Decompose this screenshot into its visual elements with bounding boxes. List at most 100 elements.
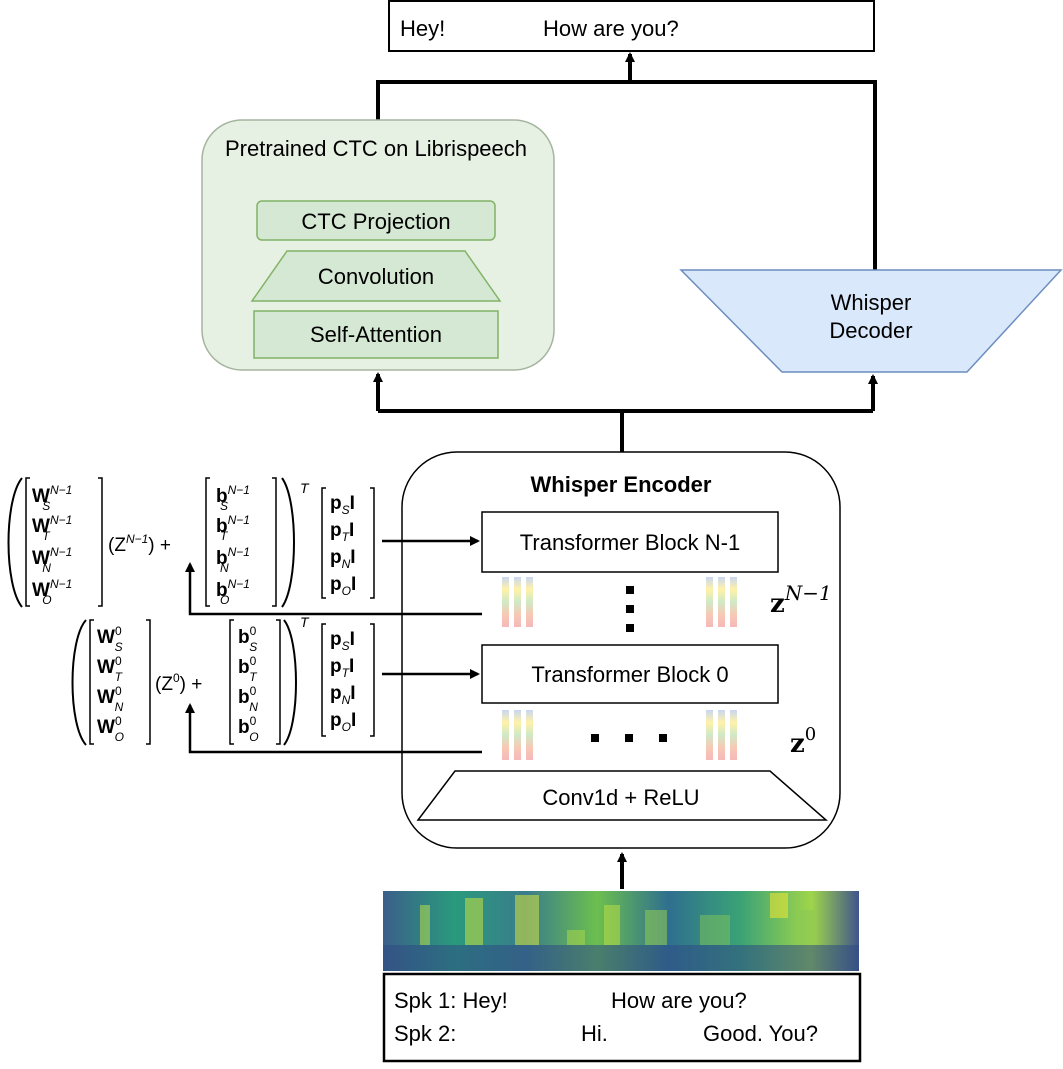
vertical-ellipsis [626, 586, 634, 632]
output-join-line [376, 80, 877, 270]
eq-top-W-bracket-right [98, 477, 103, 607]
token-group-top-right [706, 577, 737, 627]
svg-text:pTI: pTI [330, 656, 354, 680]
eq-top-b-bracket-left [205, 477, 210, 607]
spectrogram [383, 852, 859, 971]
eq-top-p-bracket-right [370, 487, 375, 599]
transcript-row1-text: How are you? [611, 988, 747, 1013]
conv-relu-trapezoid [416, 770, 828, 821]
svg-text:pSI: pSI [330, 629, 355, 653]
eq-top-big-paren-right [281, 477, 295, 608]
eq-bottom-p-column: pSI pTI pNI pOI [330, 629, 356, 734]
decoder-label-line2: Decoder [829, 318, 912, 343]
token-group-top-left [502, 577, 533, 627]
z-top-label: zN−1 [770, 581, 832, 619]
svg-text:b0T: b0T [238, 654, 258, 684]
eq-top-p-column: pSI pTI pNI pOI [330, 493, 356, 598]
svg-text:bN−1S: bN−1S [216, 483, 250, 513]
svg-text:bN−1N: bN−1N [216, 545, 250, 575]
eq-bottom-W-bracket-left [89, 619, 94, 745]
self-attention-label: Self-Attention [310, 322, 442, 347]
transcript-row2-mid: Hi. [581, 1021, 608, 1046]
spectrogram-texture [383, 893, 859, 971]
eq-top-Z: (ZN−1) + [108, 532, 171, 556]
eq-bottom-p-bracket-right [370, 623, 375, 737]
convolution-label: Convolution [318, 264, 434, 289]
token-group-bottom-left [502, 710, 533, 760]
eq-bottom-big-paren-left [71, 619, 87, 746]
svg-text:W0N: W0N [97, 684, 124, 714]
svg-text:pNI: pNI [330, 683, 356, 707]
svg-text:W0S: W0S [97, 624, 123, 654]
eq-top-b-bracket-right [272, 477, 277, 607]
svg-text:pTI: pTI [330, 520, 354, 544]
eq-bottom-b-bracket-left [229, 619, 234, 745]
transformer-block-top-label: Transformer Block N-1 [520, 530, 740, 555]
decoder-trapezoid [679, 269, 1063, 373]
svg-text:b0O: b0O [238, 714, 259, 744]
svg-text:b0N: b0N [238, 684, 258, 714]
transcript-row1-speaker: Spk 1: Hey! [394, 988, 508, 1013]
svg-text:pNI: pNI [330, 547, 356, 571]
output-box: Hey! How are you? [388, 0, 875, 52]
eq-top-big-paren-left [7, 477, 23, 608]
conv-relu-label: Conv1d + ReLU [542, 785, 699, 810]
eq-top-transpose: T [300, 480, 310, 496]
ctc-projection-box [256, 200, 496, 241]
transcript-box: Spk 1: Hey! How are you? Spk 2: Hi. Good… [382, 972, 862, 1063]
feedback-arrow-bottom [185, 703, 482, 754]
token-group-bottom-right [706, 710, 737, 760]
eq-bottom-Z: (Z0) + [155, 671, 202, 695]
decoder-label-line1: Whisper [831, 290, 912, 315]
ctc-module: Pretrained CTC on Librispeech CTC Projec… [201, 119, 555, 371]
encoder-module: Whisper Encoder Transformer Block N-1 Tr… [401, 451, 841, 849]
eq-top-p-bracket-left [321, 487, 326, 599]
svg-text:pSI: pSI [330, 493, 355, 517]
output-right-text: How are you? [543, 16, 679, 41]
ctc-container [201, 119, 555, 371]
svg-text:pOI: pOI [330, 710, 356, 734]
eq-bottom-W-bracket-right [146, 619, 151, 745]
encoder-title: Whisper Encoder [531, 472, 712, 497]
encoder-output-connector [373, 372, 878, 452]
embedding-tokens-bottom [502, 710, 737, 760]
eq-bottom-transpose: T [300, 614, 310, 630]
svg-text:WN−1S: WN−1S [32, 483, 72, 513]
embedding-tokens-top [502, 577, 737, 627]
ctc-title: Pretrained CTC on Librispeech [225, 136, 527, 161]
ctc-projection-label: CTC Projection [301, 209, 450, 234]
eq-top-W-bracket-left [25, 477, 30, 607]
equation-connectors [185, 536, 482, 754]
svg-text:bN−1O: bN−1O [216, 577, 250, 607]
eq-bottom-big-paren-right [283, 619, 297, 746]
transformer-block-bottom [481, 644, 779, 704]
svg-text:WN−1T: WN−1T [32, 513, 72, 543]
svg-text:W0O: W0O [97, 714, 124, 744]
svg-text:WN−1N: WN−1N [32, 545, 72, 575]
horizontal-ellipsis [591, 734, 667, 742]
transformer-block-top [481, 511, 779, 573]
eq-bottom-b-bracket-right [276, 619, 281, 745]
svg-text:W0T: W0T [97, 654, 124, 684]
transcript-row2-speaker: Spk 2: [394, 1021, 456, 1046]
self-attention-box [253, 310, 499, 359]
z-bottom-label: z0 [790, 724, 816, 759]
svg-text:b0S: b0S [238, 624, 257, 654]
output-connector [376, 52, 877, 270]
transcript-row2-right: Good. You? [703, 1021, 818, 1046]
eq-bottom-p-bracket-left [321, 623, 326, 737]
output-left-text: Hey! [400, 16, 445, 41]
svg-text:bN−1T: bN−1T [216, 513, 250, 543]
decoder-module: Whisper Decoder [679, 269, 1063, 373]
convolution-trapezoid [250, 250, 502, 302]
transformer-block-bottom-label: Transformer Block 0 [531, 662, 728, 687]
feedback-arrow-top [185, 562, 482, 616]
svg-text:pOI: pOI [330, 574, 356, 598]
